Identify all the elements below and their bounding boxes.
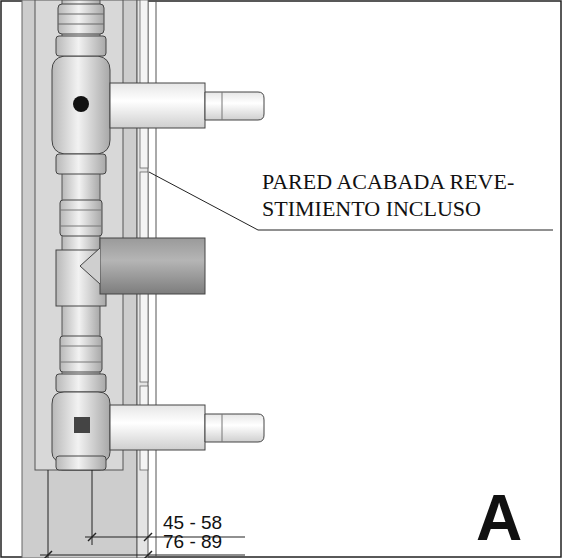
view-letter: A: [476, 486, 522, 550]
dimension-label: 45 - 58: [163, 513, 222, 533]
dimension-label: 76 - 89: [163, 532, 222, 552]
label-holder: PARED ACABADA REVE- STIMIENTO INCLUSO: [262, 168, 552, 222]
label-holder: A: [476, 486, 522, 550]
label-holder: 76 - 89: [163, 532, 222, 552]
wall-note: PARED ACABADA REVE- STIMIENTO INCLUSO: [262, 168, 552, 222]
label-holder: 45 - 58: [163, 513, 222, 533]
